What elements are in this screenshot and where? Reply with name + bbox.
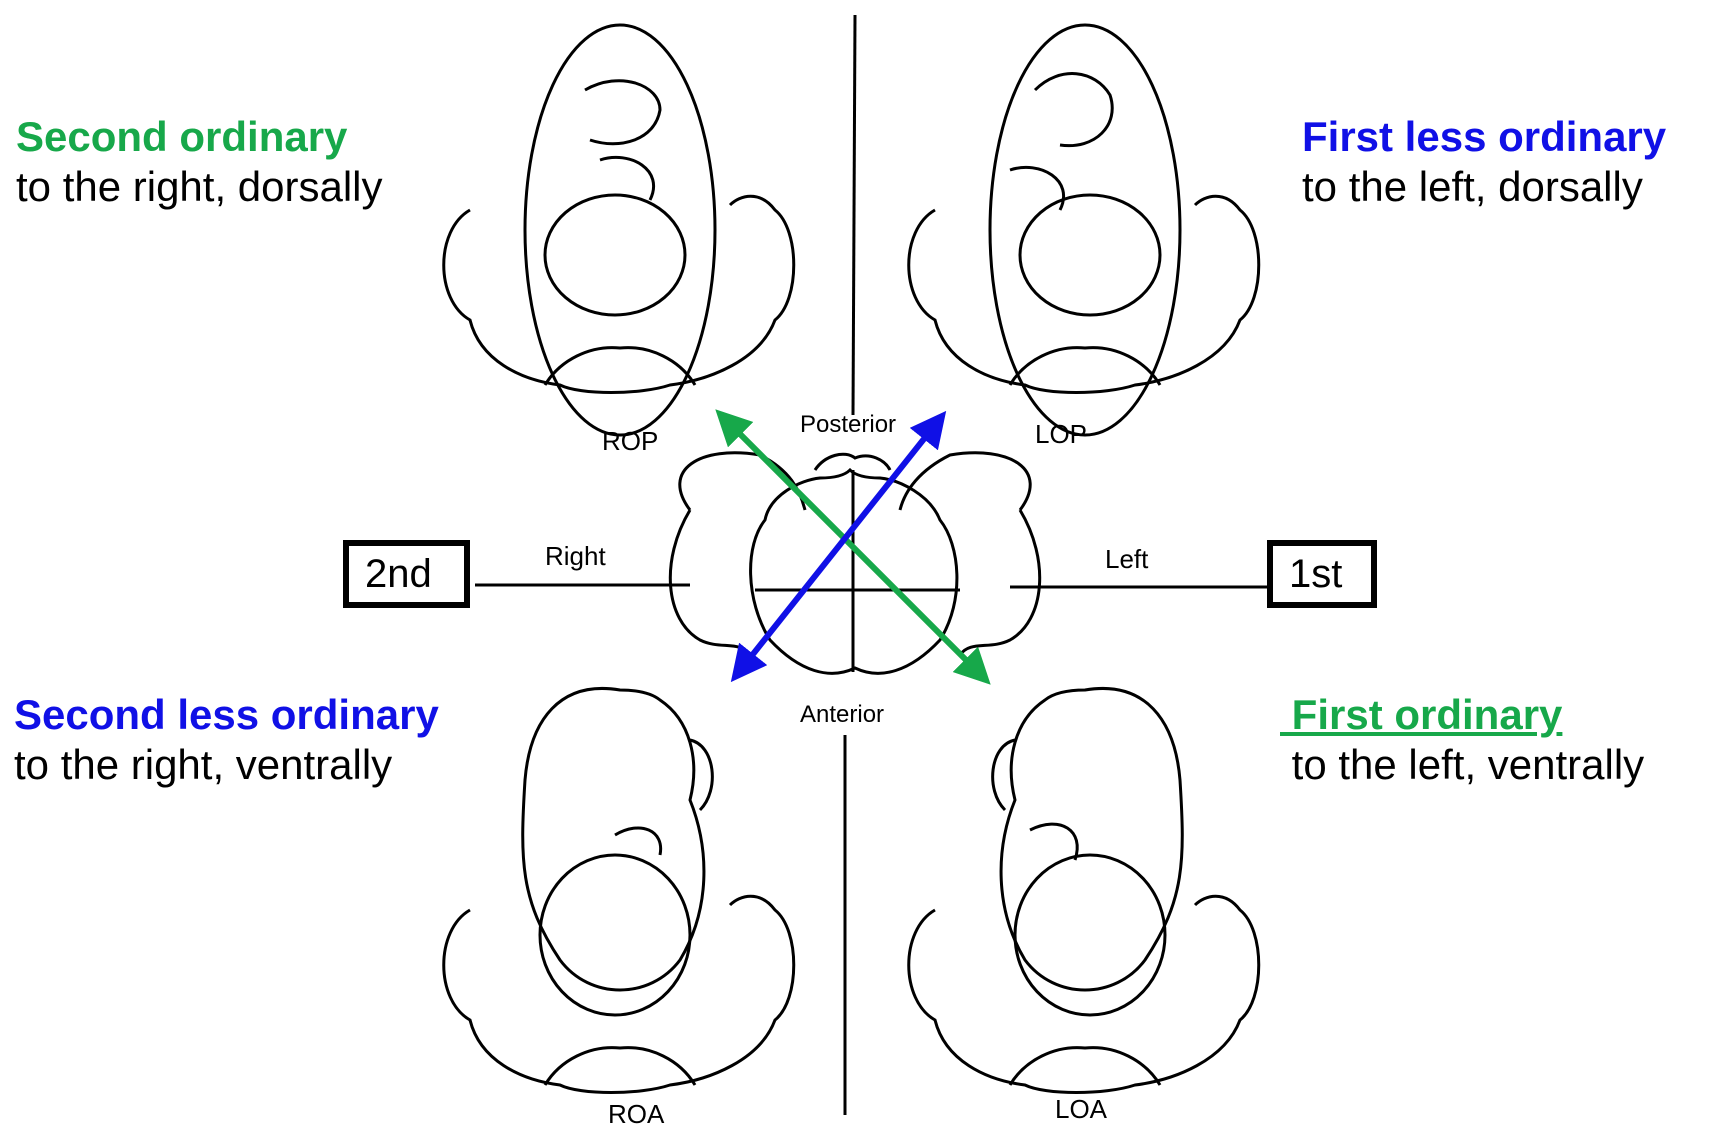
caption-title: First ordinary (1280, 690, 1644, 740)
fetus-sketch-rop (444, 25, 794, 435)
central-pelvis (670, 453, 1039, 674)
caption-title: Second less ordinary (14, 690, 439, 740)
caption-first-ordinary: First ordinary to the left, ventrally (1280, 690, 1644, 789)
caption-subtitle: to the left, ventrally (1280, 740, 1644, 790)
axis-label-posterior: Posterior (800, 411, 896, 438)
box-label-2nd: 2nd (343, 540, 470, 608)
box-label-text: 2nd (365, 552, 432, 597)
caption-first-less-ordinary: First less ordinary to the left, dorsall… (1302, 112, 1666, 211)
caption-title: Second ordinary (16, 112, 383, 162)
axis-label-left: Left (1105, 544, 1149, 574)
fetus-sketch-roa (444, 688, 794, 1092)
fetus-sketch-lop (909, 25, 1259, 435)
fetus-sketch-loa (909, 688, 1259, 1092)
axis-vertical-top (853, 15, 855, 415)
box-label-text: 1st (1289, 552, 1342, 597)
position-label-lop: LOP (1035, 419, 1087, 449)
caption-second-less-ordinary: Second less ordinary to the right, ventr… (14, 690, 439, 789)
caption-second-ordinary: Second ordinary to the right, dorsally (16, 112, 383, 211)
axis-label-anterior: Anterior (800, 701, 884, 728)
caption-title: First less ordinary (1302, 112, 1666, 162)
caption-subtitle: to the left, dorsally (1302, 162, 1666, 212)
position-label-rop: ROP (602, 426, 658, 456)
position-label-roa: ROA (608, 1099, 665, 1127)
box-label-1st: 1st (1267, 540, 1377, 608)
axis-label-right: Right (545, 541, 606, 571)
caption-subtitle: to the right, dorsally (16, 162, 383, 212)
caption-subtitle: to the right, ventrally (14, 740, 439, 790)
position-label-loa: LOA (1055, 1094, 1108, 1124)
